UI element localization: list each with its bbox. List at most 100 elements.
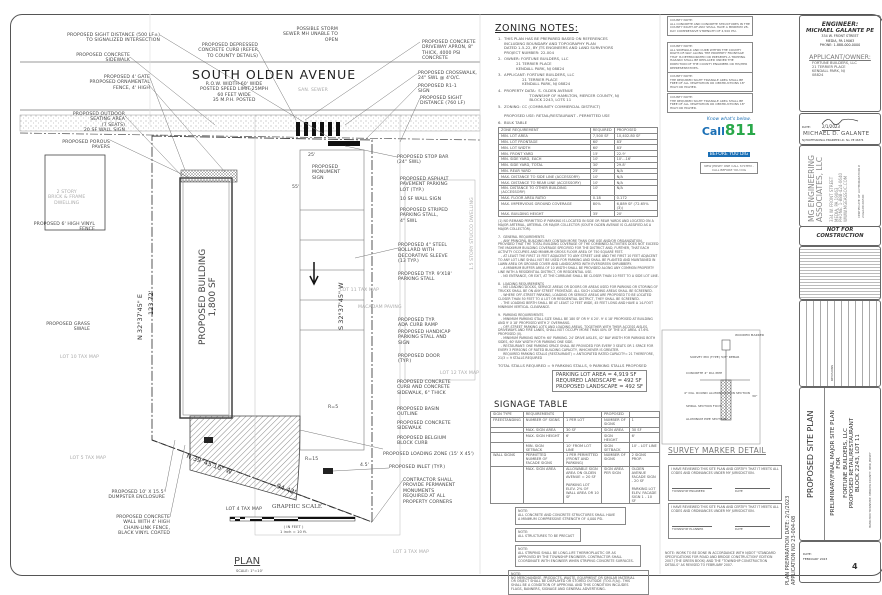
total-stalls: TOTAL STALLS REQUIRED = 9 PARKING STALLS… — [498, 362, 647, 368]
zoning-note: 4. PROPERTY DATA: S. OLDEN AVENUE TOWNSH… — [498, 87, 619, 103]
dim-r15: R=15 — [305, 457, 319, 462]
signage-cell: 1 — [628, 416, 661, 428]
signage-note: NOTE: ALL CONCRETE AND CONCRETE STRUCTUR… — [515, 507, 626, 526]
seal-date: 2/1/2023 — [822, 124, 840, 131]
bulk-table-row: MIN. DISTANCE TO OTHER BUILDING (ACCESSO… — [498, 184, 659, 196]
plan-callout: CONTRACTOR SHALL PROVIDE PERMANENT MONUM… — [403, 478, 456, 505]
approval-date: DATE — [735, 488, 770, 494]
date-label: DATE: — [803, 552, 812, 556]
call811-note: NEW JERSEY ONE CALL SYSTEM - CALL BEFORE… — [700, 162, 758, 174]
sheet-number: 4 — [852, 562, 858, 571]
lot-label: LOT 3 TAX MAP — [393, 550, 430, 555]
signage-cell: ALLOWABLE SIGN AREA ON OLDEN AVENUE = 20… — [562, 465, 602, 505]
company-name: MG ENGINEERING ASSOCIATES, LLC — [807, 155, 824, 222]
plan-callout: 10 SF WALL SIGN — [400, 197, 442, 202]
plan-preparation-date: PLAN PREPARATION DATE: 2/1/2023 APPLICAT… — [785, 495, 797, 585]
survey-marker-drawing — [700, 339, 750, 421]
adjacent-dwelling — [404, 179, 476, 381]
bulk-cell: 6,889 SF (72.65% (3)) — [613, 200, 659, 212]
plan-callout: PROPOSED CONCRETE DRIVEWAY APRON, 8" THI… — [422, 40, 476, 62]
revisions-label: REVISIONS — [830, 364, 834, 381]
bulk-cell: 35' — [589, 210, 615, 218]
engineer-address: 334 W. FRONT STREET MEDIA, PA 19063 PHON… — [819, 34, 861, 47]
survey-marker-label: SURVEY PIN (TYPE) 5/8" REBAR — [690, 355, 740, 359]
bottom-note: NOTE: WORK TO BE DONE IN ACCORDANCE WITH… — [665, 551, 777, 567]
engineer-label: ENGINEER: — [821, 21, 859, 28]
plan-callout: PROPOSED BASIN OUTLINE — [397, 407, 440, 418]
west-bearing: N 32°37'45" E — [136, 294, 144, 340]
signage-cell — [490, 442, 524, 453]
proposed-inlet — [323, 468, 333, 474]
plan-callout: PROPOSED HANDICAP PARKING STALL AND SIGN — [398, 330, 451, 346]
engineer-name: MICHAEL GALANTE PE — [806, 28, 874, 34]
area-line: PROPOSED LANDSCAPE = 492 SF — [556, 384, 644, 391]
dim-r5: R=5 — [328, 405, 339, 410]
plan-callout: PROPOSED DEPRESSED CONCRETE CURB (REFER … — [198, 43, 258, 59]
signage-note: NOTE: NO MERCHANDISE, PRODUCTS, WASTE, E… — [508, 569, 649, 595]
bulk-cell: MAX. BUILDING HEIGHT — [498, 210, 591, 218]
county-note: COUNTY NOTE: ALL CONCRETE AND CONCRETE S… — [667, 16, 753, 37]
leader-lines — [109, 34, 421, 523]
signage-cell: MAX. SIGN AREA — [522, 465, 564, 505]
approval-box: I HAVE REVIEWED THIS SITE PLAN AND CERTI… — [668, 465, 782, 501]
building-area: 1,800 SF — [208, 277, 218, 317]
stop-bar — [328, 141, 360, 146]
plan-callout: PROPOSED OUTDOOR SEATING AREA (7 SEATS) … — [72, 112, 125, 134]
call811-bottom: BEFORE YOU DIG — [707, 152, 751, 157]
street-name: SOUTH OLDEN AVENUE — [192, 67, 357, 82]
dumpster-enclosure — [204, 437, 213, 443]
county-note: COUNTY NOTE: THE REQUIRED SIGHT TRIANGLE… — [667, 93, 753, 114]
sheet-info-box: DATE: FEBRUARY 2023 4 — [799, 541, 881, 583]
disclaimer-notes — [799, 246, 881, 300]
lot-label: LOT 11 TAX MAP — [340, 288, 380, 293]
plan-callout: PROPOSED CONCRETE SIDEWALK — [397, 421, 451, 432]
plan-callout: PROPOSED 4" STEEL BOLLARD WITH DECORATIV… — [398, 243, 448, 265]
plan-callout: PROPOSED MONUMENT SIGN — [312, 165, 341, 181]
approval-signer: TOWNSHIP ENGINEER — [672, 488, 712, 494]
signage-cell: 6' — [628, 432, 661, 444]
signage-table-title: SIGNAGE TABLE — [494, 400, 568, 410]
plan-callout: PROPOSED R1-1 SIGN — [418, 84, 457, 95]
lot-label: MACADAM PAVING — [358, 305, 402, 310]
zoning-note: 6. BULK TABLE — [498, 119, 527, 125]
building-name: PROPOSED BUILDING — [198, 248, 208, 345]
engineer-seal: DATE: 2/1/2023 MICHAEL D. GALANTE NJ PRO… — [799, 113, 881, 145]
zoning-note: 3. APPLICANT: FORTUNE BUILDERS, LLC 21 T… — [498, 72, 575, 87]
survey-marker-label: CONCRETE 4" DIA PIPE — [686, 371, 723, 375]
signage-notes: NOTE: ALL CONCRETE AND CONCRETE STRUCTUR… — [490, 507, 660, 595]
lot-label: 1.5 STORY STUCCO DWELLING — [470, 197, 475, 270]
building-label: PROPOSED BUILDING 1,800 SF — [198, 249, 218, 345]
applicant-label: APPLICANT/OWNER: — [809, 53, 871, 61]
area-line: PARKING LOT AREA = 4,919 SF — [556, 372, 637, 379]
zoning-notes-title: ZONING NOTES: — [495, 23, 579, 34]
lot-label: LOT 12 TAX MAP — [440, 371, 480, 376]
call-811-logo: Know what's below. Call811 BEFORE YOU DI… — [700, 117, 758, 174]
plan-callout: POSSIBLE STORM SEWER MH UNABLE TO OPEN — [282, 27, 338, 43]
engineer-box: ENGINEER: MICHAEL GALANTE PE 334 W. FRON… — [799, 15, 881, 112]
bulk-cell: MAX. IMPERVIOUS GROUND COVERAGE — [498, 200, 591, 212]
bulk-cell: 80% — [589, 200, 615, 212]
signage-cell: MIN. SIGN SETBACK — [522, 442, 564, 453]
porous-pavers — [180, 169, 238, 183]
signage-cell: 10' FROM LOT LINE — [562, 442, 602, 453]
plan-callout: PROPOSED STRIPED PARKING STALL, 4" SWL — [400, 208, 448, 224]
survey-marker-label: WOODEN MARKER — [735, 333, 765, 337]
seal-date-label: DATE: — [802, 125, 811, 129]
certificate: CERTIFICATE OF AUTHORIZATION # 24GA28196… — [857, 164, 865, 218]
plan-callout: PROPOSED POROUS PAVERS — [62, 140, 110, 151]
county-note: COUNTY NOTE: ALL SIDEWALK AND CURB WITHI… — [667, 42, 753, 74]
plan-callout: PROPOSED CONCRETE CURB AND CONCRETE SIDE… — [397, 380, 451, 396]
plan-title: PLAN — [234, 556, 261, 567]
zoning-body: (1) NO REMAND PERMITTED IF PARKING IS LO… — [498, 219, 659, 360]
lot-label: LOT 5 TAX MAP — [70, 456, 107, 461]
signage-cell: NUMBER OF SIGNS — [522, 416, 564, 428]
plan-callout: PROPOSED 10' X 15.5' DUMPSTER ENCLOSURE — [108, 490, 165, 501]
graphic-scale-title: GRAPHIC SCALE — [272, 504, 323, 510]
